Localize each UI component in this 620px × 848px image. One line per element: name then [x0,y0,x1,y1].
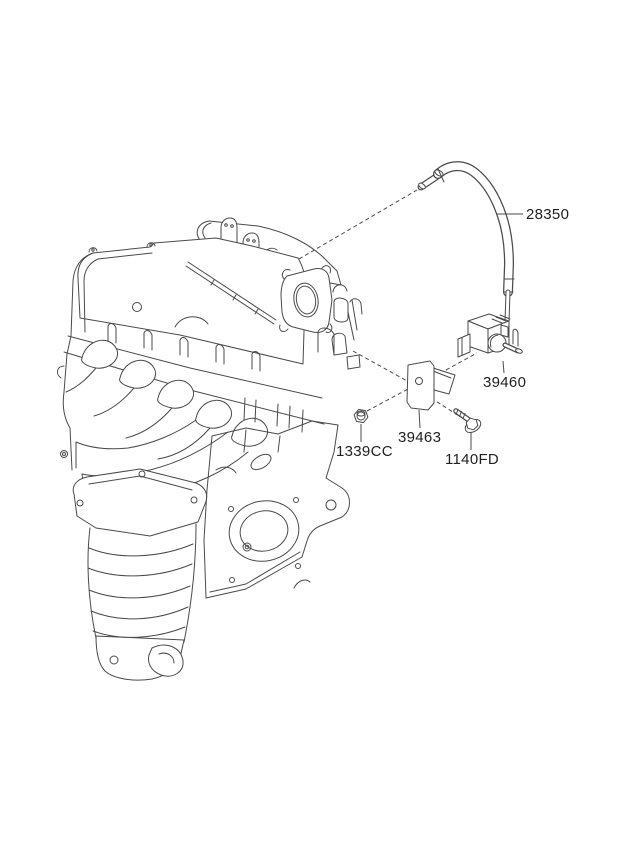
head-port-lines [243,397,304,433]
head-band-bosses [107,323,261,372]
valve-pin [512,328,519,347]
throttle-bore-outer [293,282,319,318]
block-bolt [293,497,299,503]
head-right-stubs [331,299,361,370]
block-top-edge [211,420,339,437]
hose-tip-cap [418,182,426,190]
intake-runner [157,379,194,409]
stud-mark [252,239,256,243]
dashed-leader-hose-to-engine [298,189,418,260]
nut-bore [356,411,366,421]
block-bolt [229,577,235,583]
left-edge-bump [56,365,65,379]
intake-runner [119,359,156,389]
left-bolt [60,450,68,458]
block-bolt [295,563,301,569]
throttle-bore-inner [295,285,317,315]
valve-top-nipple [500,324,509,338]
dashed-locator-lines [298,189,478,417]
left-bolt-center [62,452,66,456]
bracket-illustration [406,360,456,411]
cover-tab [146,242,156,248]
nut-illustration [353,408,369,424]
flange-ears [279,265,333,333]
intake-runner [81,339,118,369]
part-label-39460[interactable]: 39460 [483,374,526,391]
cover-corner-tab [88,247,98,253]
dashed-leader-bracket-to-valve [445,352,478,371]
flange-side-bump [332,284,355,341]
valve-cover-inner-rail [83,252,153,333]
valve-top-grooves [491,314,511,324]
dashed-leader-engine-to-bracket [352,350,410,383]
callout-leader-lines [360,213,523,450]
intake-runner [231,417,268,447]
flange-bolt [138,470,146,478]
hose-body-outline [433,161,514,297]
heat-shield-ribs [87,543,194,638]
bolt-threads [455,409,466,419]
part-label-39463[interactable]: 39463 [398,429,441,446]
block-right-edge-and-mount [301,424,350,558]
intake-plenum-endcap [202,222,212,239]
converter-top-flange [72,468,208,537]
outlet-elbow-inner [158,652,175,664]
dashed-leader-bracket-to-bolt [430,397,460,417]
intake-runner [195,399,232,429]
flange-bolt [190,496,198,504]
head-right-stud [317,298,363,355]
cover-bolt-hole [132,302,142,312]
valve-cover-left-lip [66,252,94,355]
tab-hole [91,248,95,252]
flywheel-opening-inner [239,510,289,552]
flange-side-stub [333,297,349,323]
valve-nipple-cap [515,348,523,354]
bottom-flange-hole [109,655,119,665]
nut-crown [356,410,366,417]
part-label-1339CC[interactable]: 1339CC [336,443,393,460]
stud-mark [224,223,228,227]
stud-mark [246,238,250,242]
block-bolt-center [244,544,250,550]
heat-shield-right-edge [183,523,197,643]
flange-bolt [76,499,84,507]
hose-collar-line [437,168,445,183]
leader-line-39463 [418,409,421,429]
engine-assembly-illustration [56,217,363,681]
outlet-elbow [148,644,184,677]
block-bottom-edge [205,551,303,599]
block-details [215,429,311,589]
heat-shield-left-edge [87,527,97,639]
part-number-callouts: 28350 39460 39463 1339CC 1140FD [336,206,569,468]
tab-hole [149,243,153,247]
part-label-28350[interactable]: 28350 [526,206,569,223]
cover-arc-detail [174,316,209,328]
block-bolt [242,542,252,552]
block-bolt [228,506,234,512]
runner-tails [65,367,211,460]
hose-body-core [434,162,513,296]
hose-lower-pipe-core [505,290,510,324]
bracket-flange-line [432,370,452,379]
bracket-plate [406,360,435,411]
valve-body-arc [489,334,499,348]
part-label-1140FD[interactable]: 1140FD [445,451,499,468]
bolt-shaft-core [454,409,471,422]
bolt-illustration [453,408,482,434]
leader-line-39460 [502,360,505,374]
valve-connector [457,333,471,358]
vapor-hose-illustration [417,161,515,325]
block-left-edge [203,435,213,599]
engine-left-edge [62,353,73,471]
purge-valve-illustration [457,313,523,358]
bolt-hex-head [465,417,479,431]
cover-head-joint-bar [185,261,277,325]
block-oval-hole [250,453,272,471]
stud-mark [230,224,234,228]
bracket-hole [415,377,423,385]
mount-arm-hole [325,499,337,511]
dashed-leader-nut-to-bracket [366,388,409,412]
